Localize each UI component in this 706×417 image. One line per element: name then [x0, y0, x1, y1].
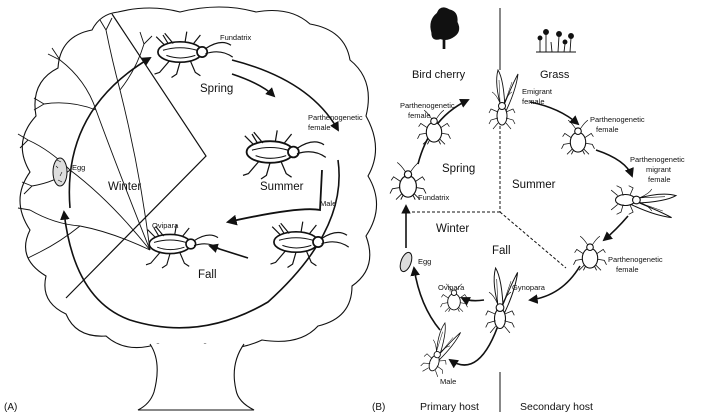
- migrant-female-label-1: Parthenogenetic: [630, 155, 685, 164]
- ovipara-label: Ovipara: [438, 283, 465, 292]
- season-winter-label: Winter: [436, 223, 469, 235]
- season-fall-label: Fall: [492, 245, 511, 257]
- male-label: Male: [440, 377, 456, 386]
- primary-plant-label: Bird cherry: [412, 69, 466, 81]
- arrow-icon: [602, 215, 629, 242]
- panel-b: Bird cherry Grass Spring Summer Winter F…: [372, 7, 685, 413]
- bird-cherry-tree-icon: [430, 7, 460, 49]
- season-fall-label: Fall: [198, 269, 217, 281]
- bare-branches-icon: [17, 17, 153, 259]
- season-summer-label: Summer: [260, 181, 304, 193]
- season-dividers: [406, 96, 567, 269]
- parthenogenetic-female-spring-label-1: Parthenogenetic: [400, 101, 455, 110]
- male-winged-icon: [418, 319, 463, 380]
- parthenogenetic-female-fall-icon: [572, 235, 608, 271]
- arrow-icon: [528, 265, 581, 304]
- secondary-host-label: Secondary host: [520, 401, 593, 413]
- egg-icon: [52, 157, 68, 187]
- parthenogenetic-migrant-female-winged-icon: [610, 185, 677, 219]
- egg-label: Egg: [72, 163, 85, 172]
- arrow-icon: [231, 73, 276, 98]
- panel-b-label: (B): [372, 402, 385, 413]
- emigrant-female-label-1: Emigrant: [522, 87, 553, 96]
- season-winter-label: Winter: [108, 181, 141, 193]
- fundatrix-label: Fundatrix: [220, 33, 252, 42]
- parthenogenetic-female-summer-label-1: Parthenogenetic: [590, 115, 645, 124]
- male-label: Male: [320, 199, 336, 208]
- season-spring-label: Spring: [442, 163, 475, 175]
- panel-a-label: (A): [4, 402, 17, 413]
- parthenogenetic-female-summer-icon: [560, 119, 596, 155]
- arrow-icon: [460, 297, 485, 306]
- tree-trunk-icon: [137, 343, 255, 411]
- arrow-icon: [410, 266, 441, 331]
- arrow-icon: [60, 159, 340, 329]
- parthenogenetic-female-label-2: female: [308, 123, 331, 132]
- parthenogenetic-female-fall-label-2: female: [616, 265, 639, 274]
- parthenogenetic-female-spring-label-2: female: [408, 111, 431, 120]
- gynopara-winged-icon: [485, 267, 519, 334]
- season-summer-label: Summer: [512, 179, 556, 191]
- fundatrix-label: Fundatrix: [418, 193, 450, 202]
- parthenogenetic-female-summer-label-2: female: [596, 125, 619, 134]
- season-spring-label: Spring: [200, 83, 233, 95]
- emigrant-female-winged-icon: [488, 69, 519, 130]
- ovipara-label: Ovipara: [152, 221, 179, 230]
- arrow-icon: [448, 319, 501, 369]
- arrow-icon: [208, 243, 249, 259]
- migrant-female-label-2: migrant: [646, 165, 672, 174]
- egg-label: Egg: [418, 257, 431, 266]
- arrow-icon: [231, 59, 339, 132]
- arrow-icon: [595, 149, 634, 178]
- panel-a: Spring Summer Fall Winter Fundatrix Part…: [4, 6, 378, 413]
- grass-icon: [536, 29, 576, 53]
- secondary-plant-label: Grass: [540, 69, 570, 81]
- egg-icon: [399, 251, 413, 273]
- arrow-icon: [225, 169, 323, 226]
- primary-host-label: Primary host: [420, 401, 479, 413]
- migrant-female-label-3: female: [648, 175, 671, 184]
- emigrant-female-label-2: female: [522, 97, 545, 106]
- parthenogenetic-female-fall-label-1: Parthenogenetic: [608, 255, 663, 264]
- parthenogenetic-female-label-1: Parthenogenetic: [308, 113, 363, 122]
- arrow-icon: [529, 101, 580, 126]
- gynopara-label: Gynopara: [512, 283, 546, 292]
- arrow-icon: [68, 57, 152, 209]
